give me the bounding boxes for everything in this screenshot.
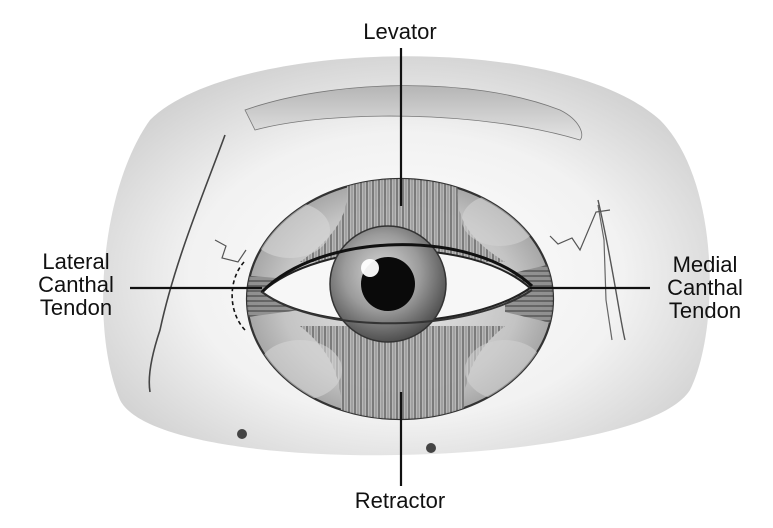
lateral-rim-dashed: [231, 261, 246, 331]
iris-highlight: [361, 259, 379, 277]
lower-lid-line: [261, 289, 533, 325]
retractor-label-text: Retractor: [354, 488, 446, 513]
label-line: Canthal: [38, 272, 114, 297]
label-line: Tendon: [668, 298, 742, 323]
lateral-canthal-tendon-label: Lateral Canthal Tendon: [24, 250, 128, 319]
brow-ridge: [244, 85, 583, 141]
skin-detail: [426, 443, 436, 453]
retractor-label: Retractor: [330, 489, 470, 512]
levator-label: Levator: [330, 20, 470, 43]
medial-canthal-band: [505, 262, 553, 325]
orbit-rim-left: [214, 239, 247, 263]
label-line: Canthal: [667, 275, 743, 300]
label-line: Tendon: [39, 295, 113, 320]
retractor-muscle: [300, 326, 505, 419]
label-line: Lateral: [42, 249, 110, 274]
label-line: Medial: [672, 252, 738, 277]
face-outline-right: [597, 199, 626, 341]
nose-bridge: [597, 204, 613, 341]
face-outline-left: [148, 134, 226, 393]
orbit-rim-right: [549, 209, 611, 252]
upper-lid-line: [260, 243, 534, 294]
medial-canthal-tendon-label: Medial Canthal Tendon: [650, 253, 760, 322]
skin-detail: [237, 429, 247, 439]
levator-label-text: Levator: [363, 19, 437, 44]
